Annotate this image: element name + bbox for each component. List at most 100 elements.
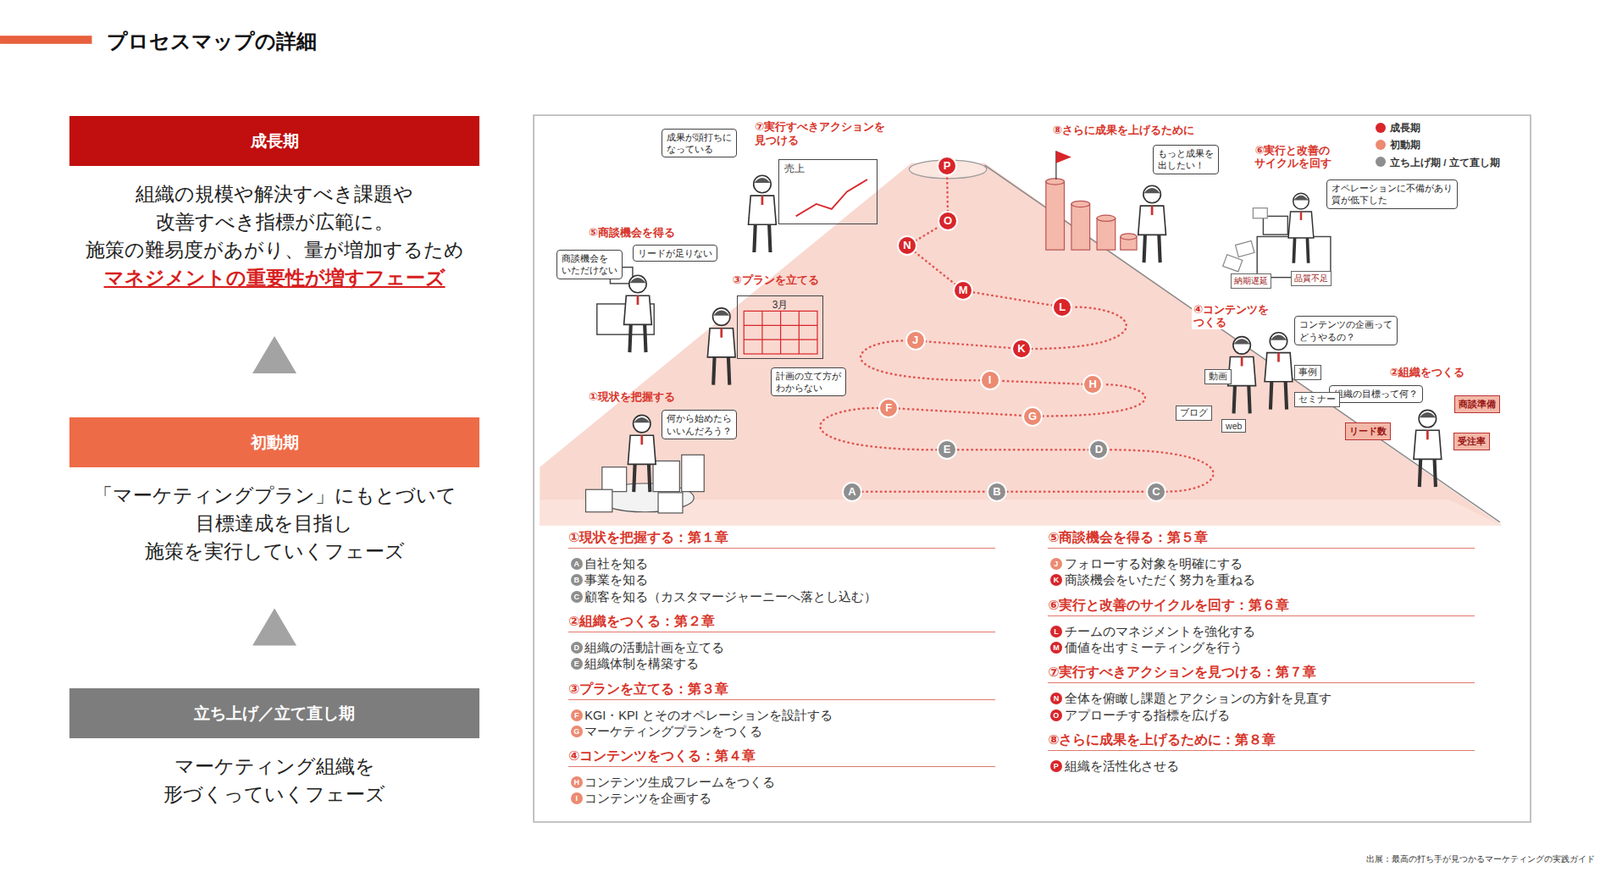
item-badge: E <box>570 658 583 670</box>
white-board: 3月 <box>736 295 824 360</box>
figure-frame <box>533 115 1531 823</box>
item-badge: J <box>1050 558 1063 571</box>
label-box: セミナー <box>1294 392 1340 408</box>
phase-description: マーケティング組織を 形づくっていくフェーズ <box>69 752 480 809</box>
chapter-heading: ①現状を把握する：第１章 <box>568 529 996 549</box>
chapter-item: マーケティングプランをつくる <box>584 723 763 741</box>
item-badge: P <box>1050 760 1063 773</box>
book-stacks <box>681 454 705 492</box>
label-box: 事例 <box>1294 365 1322 381</box>
step-letter: D <box>1090 441 1108 459</box>
callout-title: ⑧さらに成果を上げるために <box>1051 123 1196 138</box>
chapter-item: 事業を知る <box>584 571 648 589</box>
chapter-item: チームのマネジメントを強化する <box>1064 623 1256 641</box>
dotted-route <box>973 292 1052 305</box>
chapter-item: 自社を知る <box>584 555 648 573</box>
scattered-papers <box>1252 208 1268 219</box>
mountain <box>539 163 1502 526</box>
phase-description: マネジメントの重要性が増すフェーズ <box>69 264 480 293</box>
item-badge: L <box>1050 625 1063 638</box>
phase-band: 立ち上げ／立て直し期 <box>69 688 480 739</box>
item-badge: G <box>570 725 583 738</box>
desks <box>1262 215 1288 235</box>
dotted-route <box>925 341 1012 349</box>
item-badge: M <box>1050 642 1063 654</box>
chapter-item: コンテンツ生成フレームをつくる <box>584 774 776 792</box>
phase-description: 組織の規模や解決すべき課題や 改善すべき指標が広範に。 施策の難易度があがり、量… <box>69 180 480 265</box>
step-letter: C <box>1147 483 1165 501</box>
bar-columns <box>1046 181 1065 250</box>
people <box>1264 332 1293 410</box>
scattered-papers <box>1223 254 1243 272</box>
node-text: ブログ <box>1179 407 1208 420</box>
step-circle: M <box>952 280 974 301</box>
bar-columns <box>1071 200 1091 207</box>
item-badge: I <box>570 792 583 805</box>
chart-line <box>796 179 868 216</box>
dotted-route <box>898 409 1023 416</box>
dotted-route <box>862 490 987 493</box>
callout-title: ⑥実行と改善の サイクルを回す <box>1252 143 1334 171</box>
node-text: 商談機会を いただけない <box>561 252 618 277</box>
node-text: 成果が頭打ちに なっている <box>666 131 732 156</box>
legend-text: 初動期 <box>1389 139 1421 150</box>
chapter-heading: ④コンテンツをつくる：第４章 <box>568 747 996 768</box>
label-box: 納期遅延 <box>1230 273 1272 289</box>
step-letter: L <box>1053 298 1071 316</box>
chapter-item: KGI・KPI とそのオペレーションを設計する <box>584 707 832 725</box>
people <box>624 175 1442 493</box>
step-letter: I <box>981 371 999 389</box>
calendar-grid <box>743 339 818 341</box>
mountain <box>985 165 1501 523</box>
step-letter: M <box>954 282 972 299</box>
legend: 成長期初動期立ち上げ期 / 立て直し期 <box>1375 118 1501 171</box>
item-badge: K <box>1050 574 1063 587</box>
calendar-grid <box>780 310 781 355</box>
legend-row: 立ち上げ期 / 立て直し期 <box>1375 153 1501 171</box>
bar-columns <box>1046 150 1137 250</box>
step-circle: L <box>1051 297 1073 318</box>
step-circle: C <box>1146 481 1167 503</box>
step-letter: N <box>898 237 916 255</box>
item-badge: F <box>570 709 583 722</box>
node-text: 3月 <box>742 298 818 313</box>
step-circle: E <box>936 439 958 460</box>
legend-swatch <box>1375 156 1386 167</box>
item-badge: H <box>570 776 583 789</box>
speech-bubble: オペレーションに不備があり 質が低下した <box>1326 179 1458 210</box>
callout-title: ⑤商談機会を得る <box>586 226 677 240</box>
step-letter: H <box>1084 376 1102 394</box>
node-text: コンテンツの企画って どうやるの？ <box>1299 318 1393 344</box>
step-circle: I <box>979 370 1001 391</box>
node-text: 動画 <box>1208 370 1228 383</box>
node-text: もっと成果を 出したい！ <box>1157 147 1214 172</box>
people <box>707 308 736 386</box>
label-box: 品質不足 <box>1290 271 1332 287</box>
calendar-grid <box>761 310 763 355</box>
chapter-heading: ⑥実行と改善のサイクルを回す：第６章 <box>1047 597 1475 617</box>
step-circle: N <box>896 235 918 256</box>
bar-columns <box>1096 215 1116 222</box>
chapter-item: 組織の活動計画を立てる <box>584 639 725 657</box>
item-badge: B <box>570 574 583 587</box>
chapter-item: 顧客を知る（カスタマージャーニーへ落とし込む） <box>584 588 877 606</box>
bar-columns <box>1056 150 1072 163</box>
speech-bubble: 成果が頭打ちに なっている <box>661 128 737 159</box>
step-letter: J <box>907 332 925 349</box>
node-text: 何から始めたら いいんだろう？ <box>666 412 732 438</box>
dotted-route <box>915 226 940 242</box>
sign-board: 受注率 <box>1453 432 1490 451</box>
chapter-item: 商談機会をいただく努力を重ねる <box>1064 571 1256 589</box>
desks <box>597 215 1331 335</box>
people <box>624 275 653 353</box>
step-letter: B <box>988 483 1006 501</box>
source-caption: 出展：最高の打ち手が見つかるマーケティングの実践ガイド <box>1366 853 1595 866</box>
step-letter: F <box>880 399 897 417</box>
bar-columns <box>1046 178 1065 185</box>
phase-description: 「マーケティングプラン」にもとづいて 目標達成を目指し 施策を実行していくフェー… <box>69 481 480 566</box>
phase-band: 初動期 <box>69 417 480 468</box>
node-text: 受注率 <box>1457 435 1486 449</box>
callout-title: ⑦実行すべきアクションを 見つける <box>752 120 887 147</box>
phase-arrow <box>252 608 297 646</box>
chapter-heading: ⑤商談機会を得る：第５章 <box>1047 529 1475 549</box>
